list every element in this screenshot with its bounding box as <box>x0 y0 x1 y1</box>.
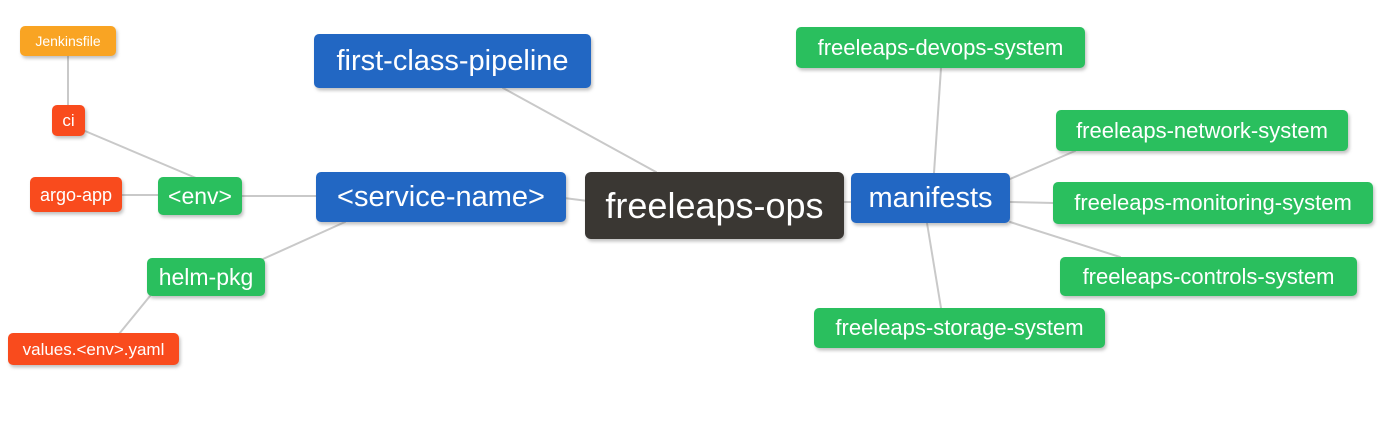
node-freeleaps-storage-system[interactable]: freeleaps-storage-system <box>814 308 1105 348</box>
node-service-name[interactable]: <service-name> <box>316 172 566 222</box>
node-env[interactable]: <env> <box>158 177 242 215</box>
node-freeleaps-monitoring-system[interactable]: freeleaps-monitoring-system <box>1053 182 1373 224</box>
edge-manifests-controls-system <box>1009 221 1121 258</box>
node-helm-pkg[interactable]: helm-pkg <box>147 258 265 296</box>
edge-manifests-storage-system <box>926 222 942 309</box>
edge-manifests-network-system <box>1009 150 1076 180</box>
edge-manifests-monitoring-system <box>1009 201 1055 204</box>
edge-ci-env <box>84 130 197 179</box>
edge-manifests-devops-system <box>933 67 942 174</box>
edge-first-class-pipeline-freeleaps-ops <box>502 87 657 173</box>
node-first-class-pipeline[interactable]: first-class-pipeline <box>314 34 591 88</box>
node-ci[interactable]: ci <box>52 105 85 136</box>
node-values-env-yaml[interactable]: values.<env>.yaml <box>8 333 179 365</box>
node-freeleaps-ops-root[interactable]: freeleaps-ops <box>585 172 844 239</box>
node-freeleaps-devops-system[interactable]: freeleaps-devops-system <box>796 27 1085 68</box>
node-freeleaps-controls-system[interactable]: freeleaps-controls-system <box>1060 257 1357 296</box>
node-argo-app[interactable]: argo-app <box>30 177 122 212</box>
edge-service-name-freeleaps-ops <box>563 197 589 202</box>
node-manifests[interactable]: manifests <box>851 173 1010 223</box>
node-freeleaps-network-system[interactable]: freeleaps-network-system <box>1056 110 1348 151</box>
edge-helm-pkg-values-env-yaml <box>118 295 151 335</box>
node-jenkinsfile[interactable]: Jenkinsfile <box>20 26 116 56</box>
edge-service-name-helm-pkg <box>262 221 346 260</box>
